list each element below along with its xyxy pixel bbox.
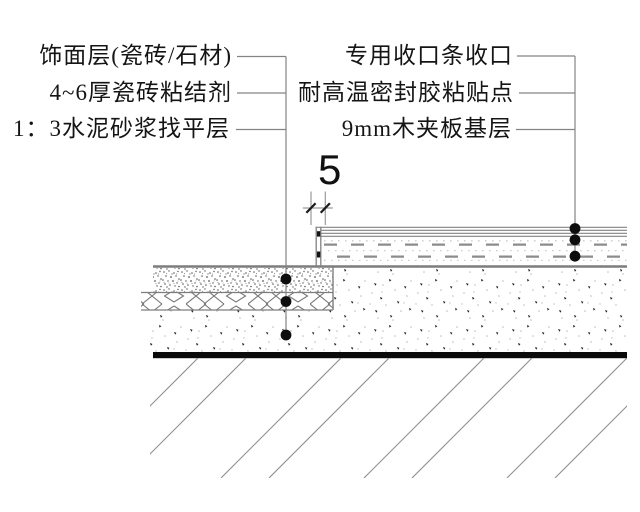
callout-dots — [280, 223, 581, 341]
leveling-screed-left — [150, 310, 333, 352]
callout-dot-adhesive — [280, 296, 292, 307]
callout-dot-sealant — [569, 234, 581, 246]
dim-tick-left — [305, 202, 317, 214]
tile-adhesive-band — [141, 293, 333, 310]
label-sealant-point: 耐高温密封胶粘贴点 — [298, 80, 514, 105]
callout-dot-strip — [569, 223, 581, 234]
dim-tick-right — [319, 202, 331, 214]
finish-layer-band — [153, 268, 333, 292]
callout-dot-finish — [280, 273, 292, 285]
callout-dot-leveling — [280, 329, 292, 341]
label-tile-adhesive: 4~6厚瓷砖粘结剂 — [49, 80, 232, 105]
label-leveling-layer: 1：3水泥砂浆找平层 — [13, 116, 230, 141]
gap-dimension — [302, 191, 333, 225]
dimension-value: 5 — [318, 146, 342, 193]
callout-dot-plywood — [569, 250, 581, 262]
plywood-panel — [324, 240, 627, 262]
leader-lines — [236, 55, 576, 335]
layer-boundary-lines — [141, 265, 627, 311]
label-plywood-base: 9mm木夹板基层 — [341, 116, 512, 141]
leveling-screed-right — [333, 268, 627, 352]
sealant-point-upper — [316, 231, 321, 237]
label-finish-layer: 饰面层(瓷砖/石材) — [39, 43, 232, 68]
sealant-point-lower — [316, 251, 321, 258]
label-closing-strip: 专用收口条收口 — [345, 43, 513, 68]
structure-hatch — [150, 358, 627, 478]
slab-top-line — [153, 352, 627, 359]
